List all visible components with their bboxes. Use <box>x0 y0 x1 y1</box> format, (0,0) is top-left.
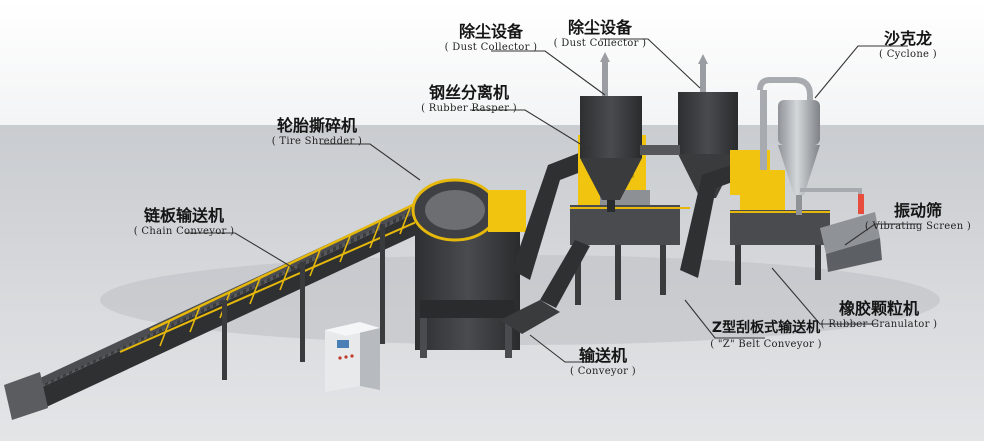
label-conveyor: 输送机 ( Conveyor ) <box>568 346 638 378</box>
label-rubber-rasper-en: ( Rubber Rasper ) <box>421 103 517 114</box>
cyclone-machine <box>757 77 820 215</box>
leader-dust-collector-2 <box>600 38 701 89</box>
label-vibrating-screen: 振动筛 ( Vibrating Screen ) <box>862 201 974 233</box>
leader-conveyor <box>529 334 598 363</box>
label-conveyor-en: ( Conveyor ) <box>570 366 636 377</box>
leader-rubber-granulator <box>771 267 876 325</box>
label-dust-collector-2: 除尘设备 ( Dust Collector ) <box>550 18 650 50</box>
chain-conveyor-machine <box>4 183 470 420</box>
label-dust-collector-1-en: ( Dust Collector ) <box>444 42 538 53</box>
label-dust-collector-2-en: ( Dust Collector ) <box>553 38 647 49</box>
label-cyclone-zh: 沙克龙 <box>883 29 932 48</box>
tire-shredder-machine <box>411 178 526 358</box>
label-cyclone-en: ( Cyclone ) <box>879 49 937 60</box>
dust-collector-1-machine <box>580 52 642 212</box>
label-z-belt-conveyor-en: ( "Z" Belt Conveyor ) <box>710 339 822 350</box>
label-chain-conveyor-zh: 链板输送机 <box>143 206 224 225</box>
label-rubber-granulator-en: ( Rubber Granulator ) <box>820 319 938 330</box>
rubber-granulator-machine <box>730 170 830 285</box>
label-z-belt-conveyor-zh: Z型刮板式输送机 <box>711 320 821 336</box>
label-dust-collector-1-zh: 除尘设备 <box>458 22 523 41</box>
control-cabinet <box>325 322 380 392</box>
label-rubber-rasper-zh: 钢丝分离机 <box>428 83 509 102</box>
vibrating-screen-machine <box>800 188 882 272</box>
leader-vibrating-screen <box>844 223 920 246</box>
leader-chain-conveyor <box>185 232 301 273</box>
label-dust-collector-1: 除尘设备 ( Dust Collector ) <box>441 22 541 54</box>
label-dust-collector-2-zh: 除尘设备 <box>567 18 632 37</box>
label-tire-shredder: 轮胎撕碎机 ( Tire Shredder ) <box>262 116 372 148</box>
background-sky <box>0 0 984 125</box>
leader-dust-collector-1 <box>491 50 606 96</box>
conveyor-machine <box>500 240 590 334</box>
label-chain-conveyor-en: ( Chain Conveyor ) <box>133 226 235 237</box>
label-vibrating-screen-en: ( Vibrating Screen ) <box>864 221 972 232</box>
label-rubber-granulator: 橡胶颗粒机 ( Rubber Granulator ) <box>818 299 940 331</box>
label-rubber-granulator-zh: 橡胶颗粒机 <box>838 299 919 318</box>
callout-lines <box>185 38 920 363</box>
leader-rubber-rasper <box>470 109 591 151</box>
leader-cyclone <box>814 45 908 99</box>
label-tire-shredder-zh: 轮胎撕碎机 <box>276 116 357 135</box>
label-z-belt-conveyor: Z型刮板式输送机 ( "Z" Belt Conveyor ) <box>700 319 832 351</box>
label-tire-shredder-en: ( Tire Shredder ) <box>271 136 363 147</box>
label-vibrating-screen-zh: 振动筛 <box>893 201 942 220</box>
label-chain-conveyor: 链板输送机 ( Chain Conveyor ) <box>128 206 240 238</box>
label-rubber-rasper: 钢丝分离机 ( Rubber Rasper ) <box>414 83 524 115</box>
label-conveyor-zh: 输送机 <box>578 346 627 365</box>
leader-tire-shredder <box>320 143 421 181</box>
label-cyclone: 沙克龙 ( Cyclone ) <box>868 29 948 61</box>
dust-collector-2-machine <box>640 54 738 198</box>
leader-z-belt-conveyor <box>684 299 765 339</box>
